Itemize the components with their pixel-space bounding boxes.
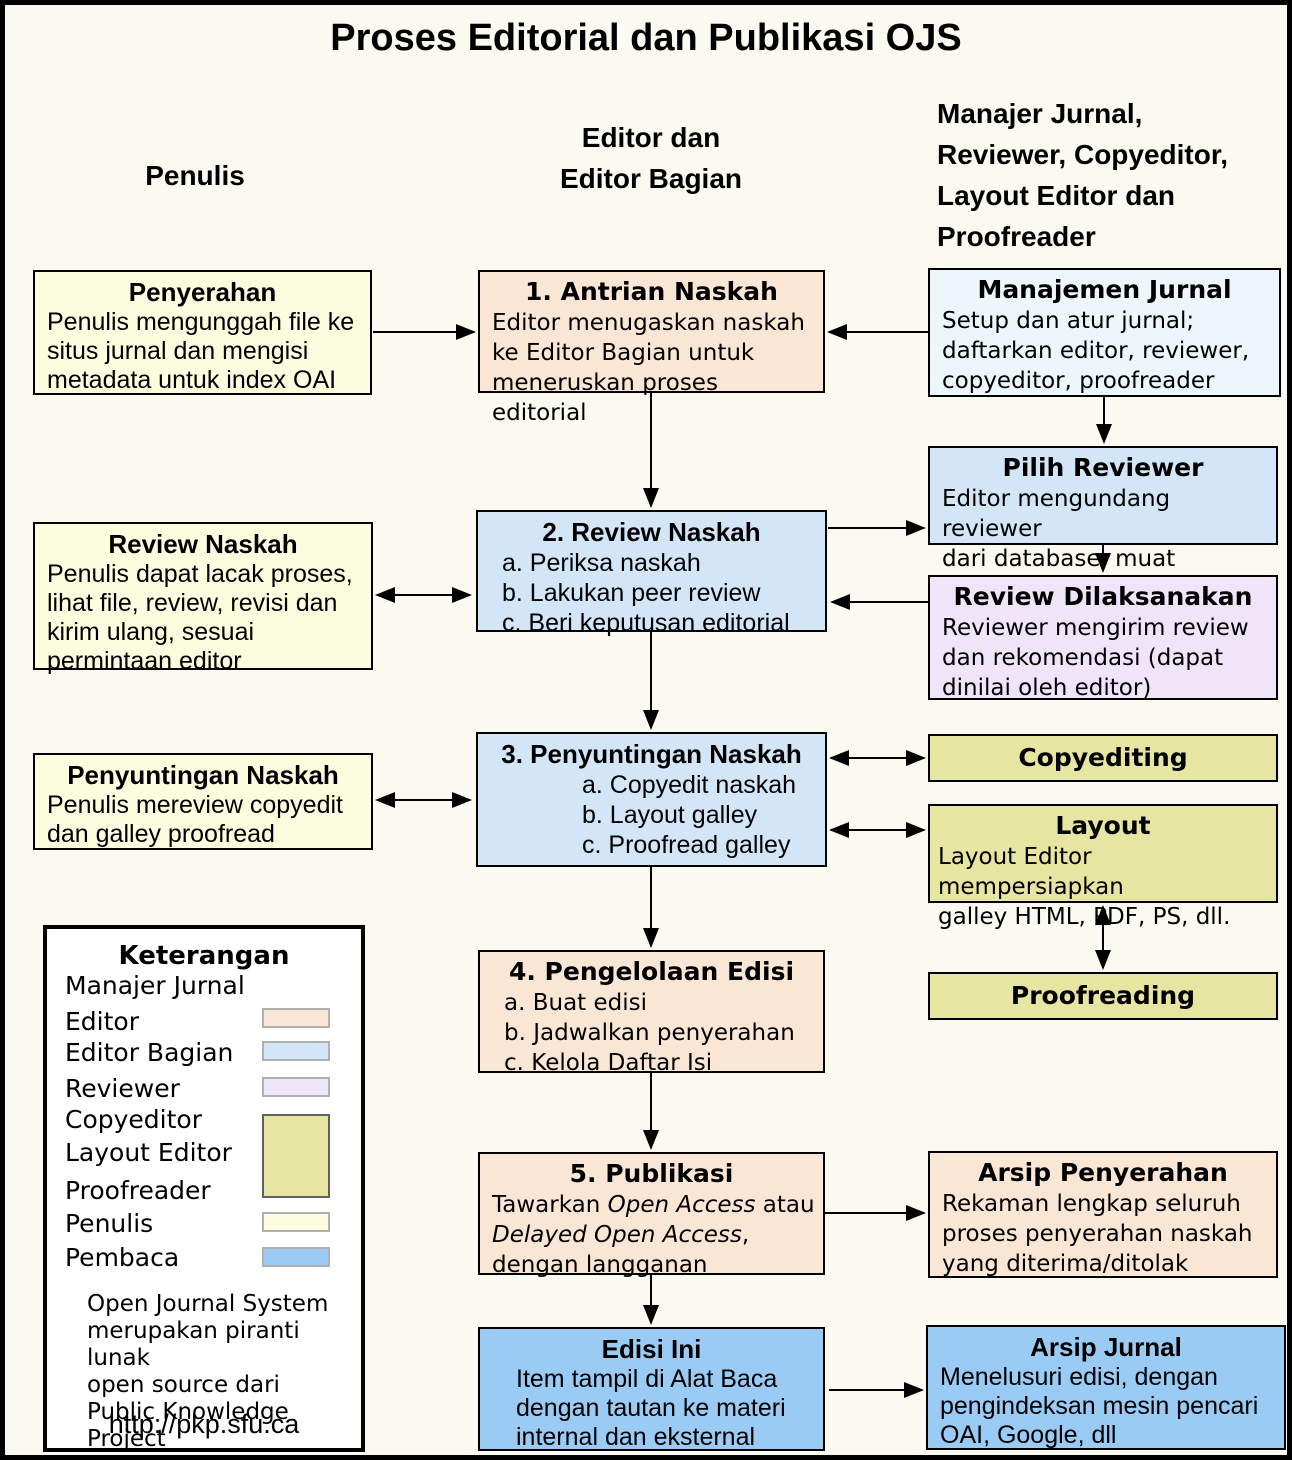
legend-label-proofreader: Proofreader <box>65 1176 211 1205</box>
box-review-naskah-title: 2. Review Naskah <box>542 517 761 547</box>
box-review-naskah-step-c: c. Beri keputusan editorial <box>502 609 790 637</box>
legend-note: Open Journal System merupakan piranti lu… <box>87 1291 329 1452</box>
box-review-naskah-step-b: b. Lakukan peer review <box>502 579 761 607</box>
box-review-naskah-penulis-title: Review Naskah <box>108 529 298 559</box>
box-penyuntingan-step-a: a. Copyedit naskah <box>582 771 797 799</box>
box-arsip-penyerahan-body: Rekaman lengkap seluruh proses penyeraha… <box>942 1191 1253 1277</box>
box-edisi-ini-title: Edisi Ini <box>601 1334 702 1364</box>
flow-arrows <box>373 324 1112 1398</box>
box-arsip-jurnal-title: Arsip Jurnal <box>1030 1332 1182 1362</box>
box-arsip-penyerahan: Arsip Penyerahan Rekaman lengkap seluruh… <box>928 1151 1278 1278</box>
box-review-naskah: 2. Review Naskah a. Periksa naskah b. La… <box>476 510 827 637</box>
legend-label-copyeditor: Copyeditor <box>65 1105 202 1134</box>
box-pengelolaan-step-c: c. Kelola Daftar Isi <box>504 1050 713 1076</box>
box-penyuntingan-step-b: b. Layout galley <box>582 801 758 829</box>
legend-title: Keterangan <box>118 941 290 971</box>
legend-label-layout-editor: Layout Editor <box>65 1138 232 1167</box>
publikasi-text-2: atau <box>762 1192 815 1218</box>
box-arsip-jurnal: Arsip Jurnal Menelusuri edisi, dengan pe… <box>926 1325 1286 1450</box>
box-edisi-ini: Edisi Ini Item tampil di Alat Baca denga… <box>478 1327 825 1451</box>
column-header-penulis: Penulis <box>145 160 245 191</box>
box-edisi-ini-body: Item tampil di Alat Baca dengan tautan k… <box>516 1365 786 1451</box>
box-manajemen-jurnal: Manajemen Jurnal Setup dan atur jurnal; … <box>928 268 1281 397</box>
box-penyuntingan-naskah-title: 3. Penyuntingan Naskah <box>501 739 802 769</box>
legend-label-pembaca: Pembaca <box>65 1243 180 1272</box>
legend-swatch-pembaca <box>262 1247 330 1267</box>
box-proofreading-title: Proofreading <box>1010 981 1196 1010</box>
legend-swatch-editor-bagian <box>262 1041 330 1061</box>
box-publikasi-title: 5. Publikasi <box>569 1159 734 1188</box>
box-penyerahan-title: Penyerahan <box>128 277 277 307</box>
box-publikasi: 5. Publikasi Tawarkan Open Access atau D… <box>478 1152 825 1278</box>
publikasi-italic-delayed-open-access: Delayed Open Access <box>492 1222 742 1248</box>
box-pilih-reviewer: Pilih Reviewer Editor mengundang reviewe… <box>928 446 1278 572</box>
box-proofreading: Proofreading <box>928 972 1278 1020</box>
box-pilih-reviewer-title: Pilih Reviewer <box>1002 453 1204 482</box>
box-penyuntingan-penulis-body: Penulis mereview copyedit dan galley pro… <box>47 791 343 848</box>
box-review-dilaksanakan: Review Dilaksanakan Reviewer mengirim re… <box>928 575 1278 701</box>
box-review-naskah-penulis: Review Naskah Penulis dapat lacak proses… <box>33 522 373 675</box>
box-antrian-naskah: 1. Antrian Naskah Editor menugaskan nask… <box>478 270 825 426</box>
box-manajemen-jurnal-body: Setup dan atur jurnal; daftarkan editor,… <box>942 308 1250 394</box>
legend-label-reviewer: Reviewer <box>65 1074 180 1103</box>
legend-swatch-penulis <box>262 1212 330 1232</box>
box-layout-title: Layout <box>1055 811 1151 840</box>
box-penyuntingan-penulis: Penyuntingan Naskah Penulis mereview cop… <box>33 753 373 850</box>
box-copyediting: Copyediting <box>928 734 1278 782</box>
box-arsip-penyerahan-title: Arsip Penyerahan <box>978 1158 1228 1187</box>
box-arsip-jurnal-body: Menelusuri edisi, dengan pengindeksan me… <box>940 1363 1259 1449</box>
box-penyuntingan-naskah: 3. Penyuntingan Naskah a. Copyedit naska… <box>476 732 827 867</box>
legend-label-penulis: Penulis <box>65 1209 154 1238</box>
box-publikasi-body: Tawarkan Open Access atau Delayed Open A… <box>488 1190 815 1280</box>
box-review-dilaksanakan-title: Review Dilaksanakan <box>953 582 1253 611</box>
box-penyerahan: Penyerahan Penulis mengunggah file ke si… <box>33 270 372 395</box>
box-review-naskah-step-a: a. Periksa naskah <box>502 549 701 577</box>
box-pengelolaan-edisi-title: 4. Pengelolaan Edisi <box>508 957 795 986</box>
page-title: Proses Editorial dan Publikasi OJS <box>330 17 962 59</box>
box-layout: Layout Layout Editor mempersiapkan galle… <box>928 804 1278 930</box>
box-review-dilaksanakan-body: Reviewer mengirim review dan rekomendasi… <box>942 615 1249 701</box>
legend: Keterangan Manajer Jurnal Editor Editor … <box>43 925 365 1452</box>
column-header-manajer: Manajer Jurnal, Reviewer, Copyeditor, La… <box>937 98 1228 252</box>
box-penyuntingan-penulis-title: Penyuntingan Naskah <box>67 760 339 790</box>
box-manajemen-jurnal-title: Manajemen Jurnal <box>977 275 1232 304</box>
box-pilih-reviewer-body: Editor mengundang reviewer dari database… <box>942 486 1176 572</box>
publikasi-italic-open-access: Open Access <box>607 1192 756 1218</box>
box-review-naskah-penulis-body: Penulis dapat lacak proses, lihat file, … <box>47 560 353 675</box>
box-penyerahan-body: Penulis mengunggah file ke situs jurnal … <box>47 308 355 394</box>
legend-label-manajer-jurnal: Manajer Jurnal <box>65 971 245 1000</box>
legend-label-editor-bagian: Editor Bagian <box>65 1038 234 1067</box>
box-antrian-naskah-title: 1. Antrian Naskah <box>525 277 778 306</box>
publikasi-text-1: Tawarkan <box>492 1192 608 1218</box>
box-penyuntingan-step-c: c. Proofread galley <box>582 831 791 859</box>
legend-swatch-reviewer <box>262 1077 330 1097</box>
publikasi-text-3: , dengan langganan <box>492 1222 750 1278</box>
legend-label-editor: Editor <box>65 1007 139 1036</box>
legend-url: http://pkp.sfu.ca <box>108 1409 300 1439</box>
box-copyediting-title: Copyediting <box>1018 743 1188 772</box>
column-header-editor: Editor dan Editor Bagian <box>559 122 742 194</box>
box-antrian-naskah-body: Editor menugaskan naskah ke Editor Bagia… <box>492 310 805 426</box>
box-pengelolaan-step-a: a. Buat edisi <box>504 990 648 1016</box>
box-layout-body: Layout Editor mempersiapkan galley HTML,… <box>938 844 1231 930</box>
box-pengelolaan-step-b: b. Jadwalkan penyerahan <box>504 1020 795 1046</box>
legend-swatch-copyeditor-layout-proofreader <box>262 1114 330 1198</box>
box-pengelolaan-edisi: 4. Pengelolaan Edisi a. Buat edisi b. Ja… <box>478 950 825 1076</box>
legend-swatch-editor <box>262 1008 330 1028</box>
